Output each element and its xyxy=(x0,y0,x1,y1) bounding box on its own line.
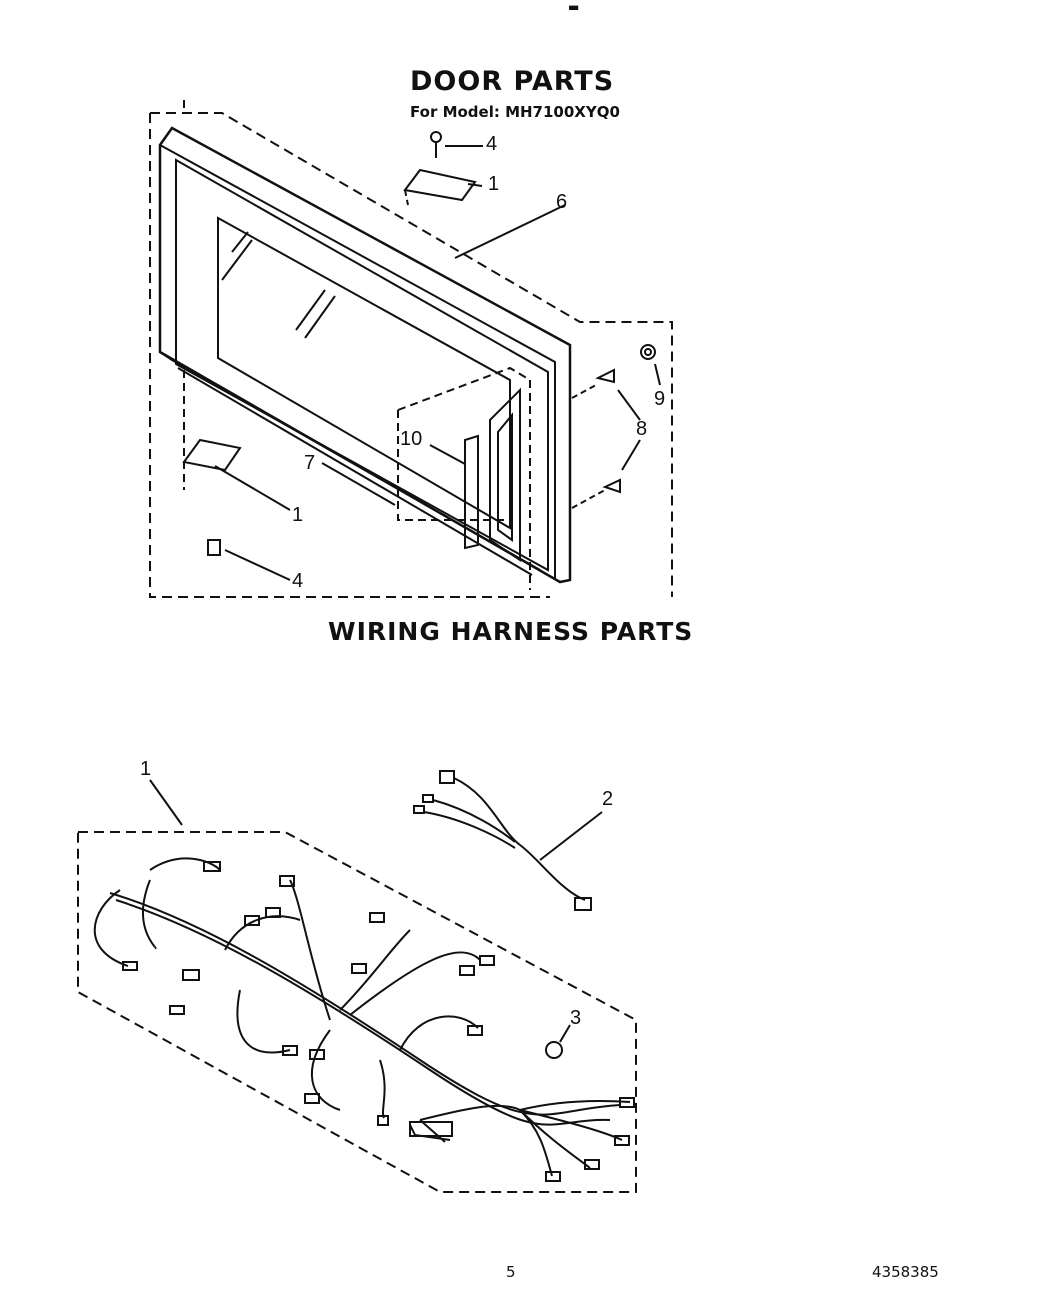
wiring-callout-1: 1 xyxy=(140,758,152,780)
wiring-callout-3: 3 xyxy=(570,1007,582,1029)
wiring-harness-title: WIRING HARNESS PARTS xyxy=(328,617,694,646)
top-mark: ▬ xyxy=(568,0,580,14)
callout-7: 7 xyxy=(304,452,316,474)
callout-4-top: 4 xyxy=(486,133,498,155)
callout-1-bottom: 1 xyxy=(292,504,304,526)
callout-10: 10 xyxy=(400,428,423,450)
callout-1-top: 1 xyxy=(488,173,500,195)
wiring-callout-2: 2 xyxy=(602,788,614,810)
door-parts-title: DOOR PARTS xyxy=(410,66,615,97)
callout-8: 8 xyxy=(636,418,648,440)
model-subtitle: For Model: MH7100XYQ0 xyxy=(410,103,620,121)
callout-9: 9 xyxy=(654,388,666,410)
callout-4-bottom: 4 xyxy=(292,570,304,592)
document-number: 4358385 xyxy=(872,1263,939,1281)
callout-6: 6 xyxy=(556,191,568,213)
page-number: 5 xyxy=(506,1263,516,1281)
